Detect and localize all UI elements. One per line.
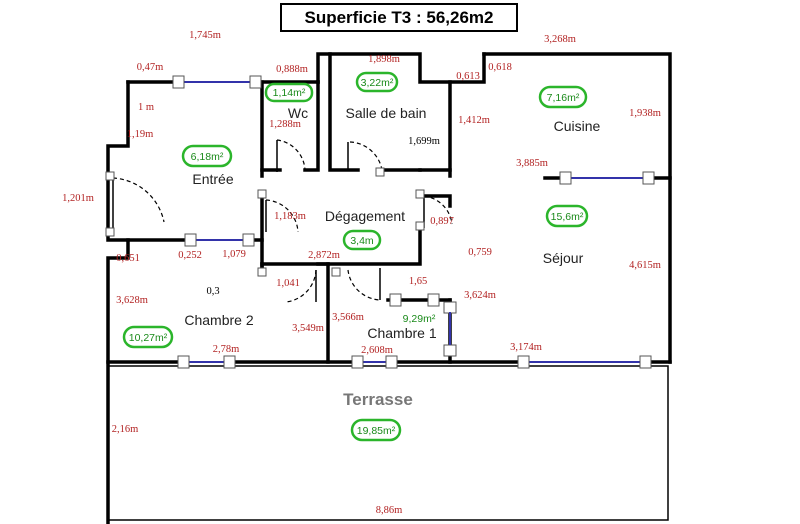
- dim-label: 0,888m: [276, 64, 308, 75]
- area-wc: 1,14m²: [273, 87, 306, 99]
- area-chambre2: 10,27m²: [129, 332, 168, 344]
- area-badges: 1,14m² 3,22m² 7,16m² 6,18m² 3,4m 15,6m² …: [122, 71, 589, 442]
- area-sejour: 15,6m²: [551, 211, 584, 223]
- dim-label: 2,608m: [361, 345, 393, 356]
- dim-label: 3,566m: [332, 312, 364, 323]
- dim-label: 2,872m: [308, 250, 340, 261]
- dim-label: 1,699m: [408, 136, 440, 147]
- area-terrasse: 19,85m²: [357, 425, 396, 437]
- room-chambre2: Chambre 2: [184, 312, 253, 328]
- dim-label: 2,16m: [112, 424, 139, 435]
- dim-label: 0,651: [116, 253, 140, 264]
- dim-label: 0,47m: [137, 62, 164, 73]
- room-degagement: Dégagement: [325, 208, 405, 224]
- dim-label: 3,268m: [544, 34, 576, 45]
- dim-label: 4,615m: [629, 260, 661, 271]
- dim-label: 1,183m: [274, 211, 306, 222]
- dim-label: 1,745m: [189, 30, 221, 41]
- dim-label: 3,628m: [116, 295, 148, 306]
- room-chambre1: Chambre 1: [367, 325, 436, 341]
- dim-label: 8,86m: [376, 505, 403, 516]
- dim-label: 3,549m: [292, 323, 324, 334]
- dim-label: 1,898m: [368, 54, 400, 65]
- dim-label: 3,885m: [516, 158, 548, 169]
- doors: [105, 139, 453, 303]
- dim-label: 0,897: [430, 216, 454, 227]
- area-salle-de-bain: 3,22m²: [361, 77, 394, 89]
- room-wc: Wc: [288, 105, 308, 121]
- dim-label: 0,618: [488, 62, 512, 73]
- dim-label: 1,65: [409, 276, 427, 287]
- dim-label: 1,079: [222, 249, 246, 260]
- area-cuisine: 7,16m²: [547, 92, 580, 104]
- room-cuisine: Cuisine: [554, 118, 601, 134]
- room-entree: Entrée: [192, 171, 233, 187]
- dim-label: 1,19m: [127, 129, 154, 140]
- room-salle-de-bain: Salle de bain: [346, 105, 427, 121]
- dim-label: 1,412m: [458, 115, 490, 126]
- dim-label: 3,174m: [510, 342, 542, 353]
- dim-label: 1,041: [276, 278, 300, 289]
- dim-label: 0,3: [206, 286, 219, 297]
- dim-label: 1,288m: [269, 119, 301, 130]
- windows: [172, 75, 655, 369]
- dim-label: 3,624m: [464, 290, 496, 301]
- room-terrasse: Terrasse: [343, 390, 413, 409]
- room-labels: Wc Salle de bain Cuisine Entrée Dégageme…: [184, 105, 600, 409]
- dim-label: 1,938m: [629, 108, 661, 119]
- walls: [106, 52, 672, 524]
- dim-label: 1 m: [138, 102, 154, 113]
- room-sejour: Séjour: [543, 250, 584, 266]
- dim-label: 1,201m: [62, 193, 94, 204]
- dim-label: 0,252: [178, 250, 202, 261]
- dim-label: 0,759: [468, 247, 492, 258]
- dim-label: 2,78m: [213, 344, 240, 355]
- plan-title: Superficie T3 : 56,26m2: [280, 3, 518, 32]
- dimension-labels: 1,745m 0,47m 0,888m 1,898m 3,268m 0,613 …: [62, 30, 661, 516]
- area-degagement: 3,4m: [350, 235, 374, 247]
- area-chambre1: 9,29m²: [403, 313, 436, 325]
- area-entree: 6,18m²: [191, 151, 224, 163]
- dim-label: 0,613: [456, 71, 480, 82]
